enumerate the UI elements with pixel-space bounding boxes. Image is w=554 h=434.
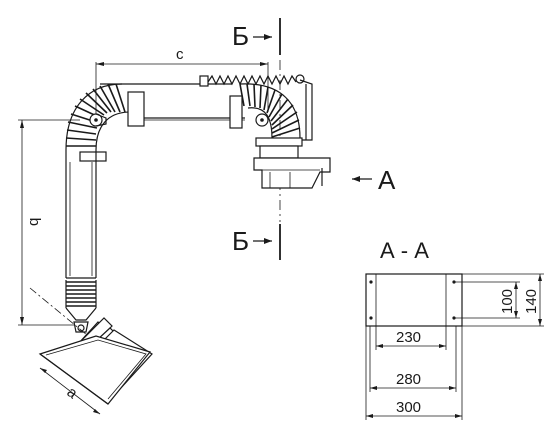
left-pivot-center: [94, 118, 98, 122]
mount-ring-top: [255, 137, 303, 147]
left-elbow-fold-2: [65, 137, 97, 141]
dim-280-arrow-r: [449, 386, 456, 390]
right-elbow-fold-5: [263, 86, 269, 111]
dim-100-label: 100: [499, 289, 516, 314]
mounting-plate: [365, 273, 463, 327]
right-elbow-fold-11: [271, 119, 300, 134]
left-elbow-fold-11: [107, 83, 121, 113]
left-elbow-fold-12: [115, 83, 126, 113]
right-elbow-fold-9: [271, 104, 294, 126]
tension-spring: [207, 74, 297, 86]
dim-a-arrow-2: [93, 409, 100, 414]
plate-hole-2: [369, 316, 373, 320]
dim-140-label: 140: [523, 289, 540, 314]
right-elbow-fold-8: [270, 98, 289, 122]
left-elbow-hose: [65, 83, 145, 162]
dim-100-arrow-b: [514, 311, 518, 318]
dim-280-label: 280: [396, 371, 421, 388]
dim-q-label: q: [25, 218, 42, 226]
left-elbow-fold-7: [79, 98, 105, 116]
lower-taper: [65, 307, 97, 321]
hood-joint-pin: [77, 324, 85, 332]
dim-300-label: 300: [396, 399, 421, 416]
section-arrow-top-head: [264, 34, 272, 40]
left-elbow-fold-9: [92, 88, 112, 113]
right-elbow-flange: [229, 95, 243, 129]
dim-q-arrow-top: [20, 120, 24, 128]
dim-q-arrow-bottom: [20, 317, 24, 325]
view-arrow-letter: А: [378, 165, 396, 195]
wall-mount: [253, 137, 331, 189]
section-mark-bottom: Б: [232, 224, 281, 260]
left-elbow-inner: [95, 111, 131, 151]
right-elbow-fold-4: [259, 84, 262, 109]
right-elbow-fold-3: [253, 83, 256, 108]
hood-rim-inner: [45, 339, 147, 400]
spring-end-left: [199, 75, 209, 87]
right-elbow-hose: [229, 79, 313, 141]
view-arrow-head: [352, 176, 360, 182]
left-elbow-fold-10: [99, 85, 116, 113]
section-view-title: А - А: [380, 238, 429, 263]
hood-axis: [29, 287, 133, 373]
right-elbow-fold-7: [268, 93, 283, 118]
lower-corrugation: [65, 280, 97, 321]
dim-300-arrow-l: [366, 414, 373, 418]
dim-c-arrow-right: [260, 62, 268, 66]
dim-300-arrow-r: [455, 414, 462, 418]
section-mark-bottom-letter: Б: [232, 226, 249, 256]
dim-c-label: c: [176, 46, 184, 63]
mount-plate: [253, 157, 331, 189]
hood-rim-edge: [39, 353, 109, 405]
dim-a-line: [39, 367, 101, 415]
dim-140-arrow-b: [538, 319, 542, 326]
dim-c-arrow-left: [96, 62, 104, 66]
view-arrow-a: А: [352, 165, 396, 195]
left-elbow-fold-8: [85, 92, 108, 114]
right-elbow-fold-10: [271, 111, 298, 130]
right-pivot-center: [260, 118, 264, 122]
section-view-aa: А - А 230 280 300: [365, 238, 544, 420]
section-arrow-bottom-head: [264, 238, 272, 244]
right-elbow-fold-12: [271, 127, 301, 138]
dim-140-arrow-t: [538, 274, 542, 281]
dim-100-arrow-t: [514, 282, 518, 289]
section-mark-top-letter: Б: [232, 21, 249, 51]
mount-collar: [259, 145, 299, 159]
dim-230-label: 230: [396, 329, 421, 346]
left-pivot-bracket: [95, 113, 107, 127]
dim-a-label: a: [64, 384, 81, 403]
dimension-q: q: [18, 119, 80, 326]
vertical-tube: [65, 150, 97, 279]
suction-hood: [29, 287, 153, 405]
plate-hole-1: [369, 280, 373, 284]
right-elbow-fold-6: [266, 89, 276, 114]
spring-end-right: [295, 74, 305, 84]
left-elbow-fold-3: [66, 129, 97, 135]
dim-230-arrow-l: [376, 344, 383, 348]
dim-280-arrow-l: [370, 386, 377, 390]
left-elbow-flange: [127, 91, 145, 127]
section-mark-top: Б: [232, 18, 281, 55]
right-elbow-fold-2: [246, 83, 251, 107]
left-elbow-fold-4: [67, 121, 98, 129]
dim-230-arrow-r: [439, 344, 446, 348]
right-elbow-inner: [247, 107, 273, 139]
right-elbow-fold-1: [239, 83, 245, 107]
dim-a-arrow-1: [40, 368, 47, 373]
right-elbow-outer: [239, 83, 301, 139]
left-clamp-ring: [79, 151, 107, 162]
